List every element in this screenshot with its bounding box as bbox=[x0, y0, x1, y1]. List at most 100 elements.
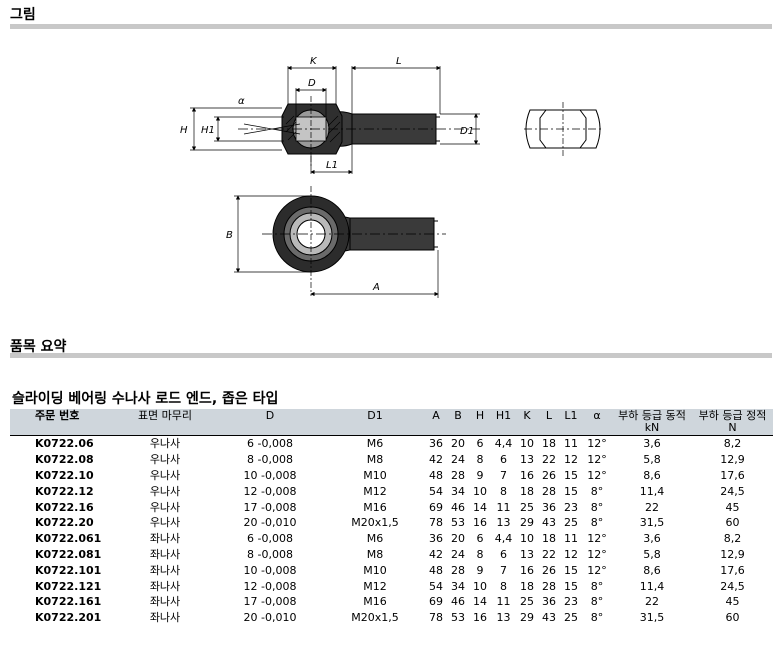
cell-dynamic-load: 22 bbox=[645, 500, 659, 514]
cell-dim-l: 22 bbox=[542, 547, 556, 561]
cell-dim-l1: 25 bbox=[564, 516, 578, 530]
col-header-finish: 표면 마무리 bbox=[137, 409, 193, 422]
dim-label-l: L bbox=[396, 56, 402, 67]
cell-dim-h: 9 bbox=[476, 563, 484, 577]
cell-dim-h1: 6 bbox=[500, 547, 507, 561]
table-header-row: 주문 번호 표면 마무리 D D1 A B H H1 K L L1 α 부하 등… bbox=[10, 409, 773, 436]
cell-dim-b: 53 bbox=[451, 516, 465, 530]
cell-part-number: K0722.101 bbox=[35, 563, 102, 577]
cell-dim-a: 54 bbox=[429, 484, 443, 498]
cell-dim-a: 36 bbox=[429, 437, 443, 451]
cell-dim-a: 69 bbox=[429, 500, 443, 514]
cell-dynamic-load: 31,5 bbox=[639, 516, 665, 530]
cell-thread-d1: M12 bbox=[363, 484, 387, 498]
cell-dim-l: 36 bbox=[542, 500, 556, 514]
col-header-l1: L1 bbox=[564, 409, 578, 422]
cell-dynamic-load: 8,6 bbox=[643, 563, 661, 577]
cell-part-number: K0722.16 bbox=[35, 500, 94, 514]
cell-dim-h1: 7 bbox=[500, 468, 507, 482]
cell-dim-b: 20 bbox=[451, 532, 465, 546]
cell-dim-b: 46 bbox=[451, 500, 465, 514]
cell-dim-a: 36 bbox=[429, 532, 443, 546]
cell-dim-k: 16 bbox=[520, 468, 534, 482]
cell-dim-b: 20 bbox=[451, 437, 465, 451]
cell-part-number: K0722.061 bbox=[35, 532, 102, 546]
cell-dim-a: 69 bbox=[429, 595, 443, 609]
cell-static-load: 24,5 bbox=[720, 484, 745, 498]
section-divider bbox=[10, 24, 772, 29]
cell-bore-d: 8 -0,008 bbox=[247, 453, 293, 467]
cell-bore-d: 10 -0,008 bbox=[243, 468, 297, 482]
cell-dim-h1: 4,4 bbox=[494, 532, 513, 546]
dim-label-d1: D1 bbox=[460, 126, 474, 137]
cell-bore-d: 20 -0,010 bbox=[243, 516, 297, 530]
cell-bore-d: 12 -0,008 bbox=[243, 484, 297, 498]
cell-dim-h: 8 bbox=[476, 453, 484, 467]
cell-angle-alpha: 12° bbox=[587, 468, 607, 482]
cell-thread-d1: M16 bbox=[363, 595, 387, 609]
cell-dim-l: 43 bbox=[542, 611, 556, 625]
cell-thread-d1: M12 bbox=[363, 579, 387, 593]
cell-dim-l: 26 bbox=[542, 563, 556, 577]
end-view bbox=[524, 102, 604, 156]
cell-dim-a: 78 bbox=[429, 516, 443, 530]
section-divider bbox=[10, 353, 772, 358]
cell-dim-k: 29 bbox=[520, 611, 534, 625]
cell-dim-h1: 6 bbox=[500, 453, 507, 467]
cell-dim-b: 28 bbox=[451, 468, 465, 482]
cell-dim-l: 28 bbox=[542, 484, 556, 498]
cell-dim-h: 14 bbox=[473, 595, 487, 609]
cell-static-load: 60 bbox=[725, 611, 740, 625]
cell-static-load: 24,5 bbox=[720, 579, 745, 593]
cell-surface-finish: 좌나사 bbox=[149, 532, 181, 546]
dim-label-h: H bbox=[180, 125, 188, 136]
col-header-d: D bbox=[265, 409, 275, 422]
cell-thread-d1: M8 bbox=[366, 453, 384, 467]
cell-static-load: 8,2 bbox=[723, 532, 742, 546]
cell-angle-alpha: 12° bbox=[587, 563, 607, 577]
col-header-order-no: 주문 번호 bbox=[35, 409, 80, 422]
cell-dim-h1: 8 bbox=[500, 484, 507, 498]
cell-dim-l1: 12 bbox=[564, 547, 578, 561]
cell-dim-h1: 4,4 bbox=[494, 437, 513, 451]
col-header-h1: H1 bbox=[495, 409, 512, 422]
cell-part-number: K0722.161 bbox=[35, 595, 102, 609]
cell-bore-d: 17 -0,008 bbox=[243, 500, 297, 514]
cell-dim-h: 8 bbox=[476, 547, 484, 561]
cell-surface-finish: 우나사 bbox=[149, 484, 181, 498]
technical-drawing: K L D α H H1 D1 L1 bbox=[180, 56, 604, 298]
cell-surface-finish: 좌나사 bbox=[149, 611, 181, 625]
cell-static-load: 17,6 bbox=[720, 563, 745, 577]
cell-dim-a: 78 bbox=[429, 611, 443, 625]
cell-dim-l1: 23 bbox=[564, 595, 578, 609]
cell-dim-b: 24 bbox=[451, 453, 465, 467]
cell-dim-k: 25 bbox=[520, 500, 534, 514]
cell-angle-alpha: 8° bbox=[590, 579, 604, 593]
cell-angle-alpha: 12° bbox=[587, 547, 607, 561]
cell-thread-d1: M8 bbox=[366, 547, 384, 561]
cell-surface-finish: 우나사 bbox=[149, 453, 181, 467]
cell-dim-h: 14 bbox=[473, 500, 487, 514]
cell-static-load: 60 bbox=[725, 516, 740, 530]
col-header-static-load: 부하 등급 정적 N bbox=[698, 409, 767, 434]
cell-part-number: K0722.10 bbox=[35, 468, 94, 482]
cell-part-number: K0722.06 bbox=[35, 437, 94, 451]
cell-dim-h: 10 bbox=[473, 484, 487, 498]
cell-part-number: K0722.20 bbox=[35, 516, 94, 530]
cell-static-load: 12,9 bbox=[720, 547, 745, 561]
cell-dim-h: 10 bbox=[473, 579, 487, 593]
cell-dim-l1: 15 bbox=[564, 468, 578, 482]
cell-dim-l: 18 bbox=[542, 532, 556, 546]
cell-dim-b: 28 bbox=[451, 563, 465, 577]
cell-dim-k: 10 bbox=[520, 532, 534, 546]
cell-dim-l: 18 bbox=[542, 437, 556, 451]
cell-part-number: K0722.081 bbox=[35, 547, 102, 561]
cell-dim-h1: 13 bbox=[496, 516, 511, 530]
cell-surface-finish: 좌나사 bbox=[149, 595, 181, 609]
cell-dynamic-load: 22 bbox=[645, 595, 659, 609]
